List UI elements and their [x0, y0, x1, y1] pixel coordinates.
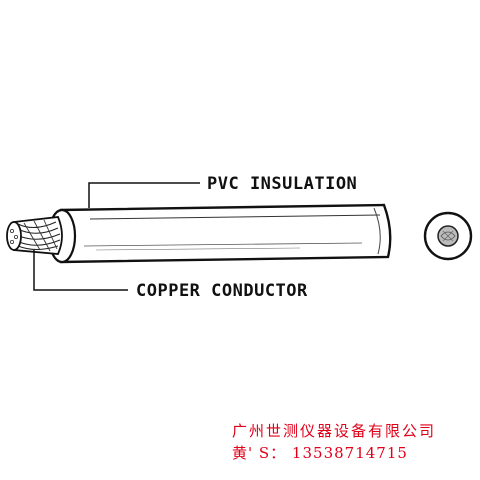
cable-cross-section — [423, 211, 473, 261]
pvc-insulation-jacket — [47, 203, 392, 264]
copper-conductor-label: COPPER CONDUCTOR — [136, 281, 308, 301]
conductor-leader-line — [33, 250, 128, 291]
pvc-insulation-label: PVC INSULATION — [207, 174, 358, 194]
watermark-company: 广州世测仪器设备有限公司 — [232, 422, 437, 440]
copper-conductor-strands — [6, 216, 63, 255]
insulation-leader-line — [88, 182, 200, 208]
watermark-contact: 黄' S： 13538714715 — [232, 444, 408, 462]
